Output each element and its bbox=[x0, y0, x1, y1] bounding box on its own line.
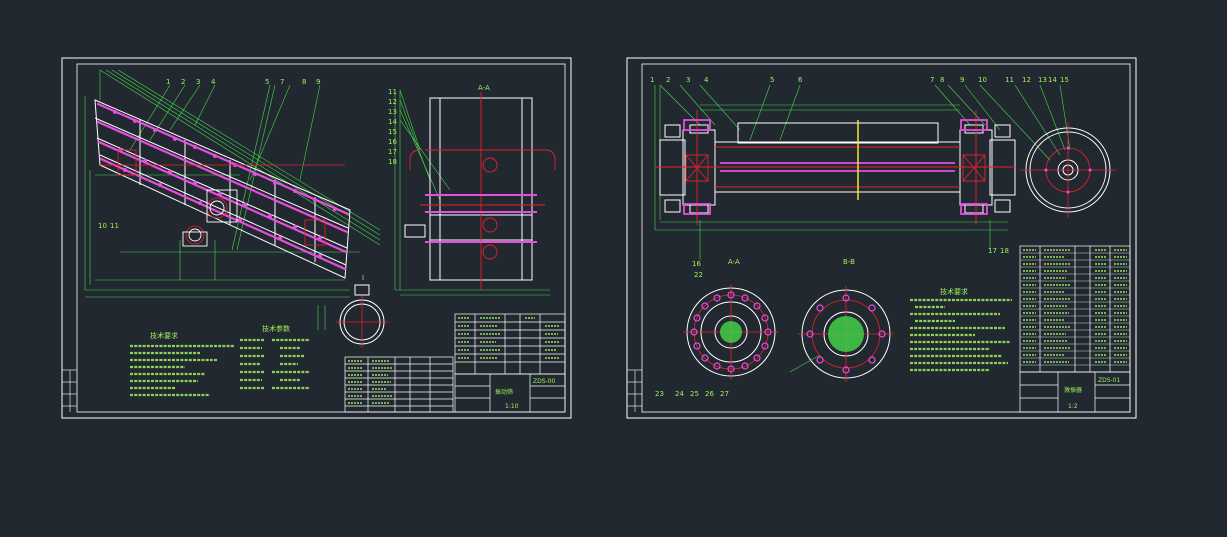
svg-text:18: 18 bbox=[388, 158, 397, 166]
svg-text:12: 12 bbox=[1022, 76, 1031, 84]
svg-text:14: 14 bbox=[1048, 76, 1057, 84]
svg-text:7: 7 bbox=[280, 78, 284, 86]
sheet-1-inner-frame bbox=[76, 63, 566, 413]
svg-text:技术参数: 技术参数 bbox=[262, 324, 290, 333]
technical-notes-2: 技术要求 bbox=[910, 287, 1012, 372]
svg-text:24: 24 bbox=[675, 390, 684, 398]
svg-text:8: 8 bbox=[940, 76, 944, 84]
sheet-2-margin-marks bbox=[627, 369, 642, 412]
svg-text:3: 3 bbox=[686, 76, 690, 84]
svg-text:技术要求: 技术要求 bbox=[150, 331, 178, 340]
svg-text:23: 23 bbox=[655, 390, 664, 398]
svg-text:5: 5 bbox=[770, 76, 774, 84]
svg-text:1: 1 bbox=[650, 76, 654, 84]
svg-text:26: 26 bbox=[705, 390, 714, 398]
svg-text:9: 9 bbox=[316, 78, 320, 86]
svg-text:22: 22 bbox=[694, 271, 703, 279]
svg-text:16: 16 bbox=[692, 260, 701, 268]
svg-text:5: 5 bbox=[265, 78, 269, 86]
svg-text:15: 15 bbox=[1060, 76, 1069, 84]
svg-text:13: 13 bbox=[388, 108, 397, 116]
svg-text:B-B: B-B bbox=[843, 258, 855, 266]
svg-text:9: 9 bbox=[960, 76, 964, 84]
svg-text:15: 15 bbox=[388, 128, 397, 136]
svg-text:8: 8 bbox=[302, 78, 306, 86]
end-view bbox=[1020, 122, 1116, 218]
svg-text:11: 11 bbox=[110, 222, 119, 230]
title-block-2: 激振器 ZDS-01 1:2 bbox=[1019, 371, 1131, 413]
title-block-2-name: 激振器 bbox=[1064, 386, 1082, 394]
svg-text:10: 10 bbox=[978, 76, 987, 84]
title-block-1-drawing-no: ZDS-00 bbox=[533, 378, 556, 385]
svg-text:17: 17 bbox=[388, 148, 397, 156]
sheet-1-margin-marks bbox=[62, 369, 77, 412]
svg-text:14: 14 bbox=[388, 118, 397, 126]
svg-text:4: 4 bbox=[704, 76, 709, 84]
svg-text:11: 11 bbox=[1005, 76, 1014, 84]
svg-text:4: 4 bbox=[211, 78, 216, 86]
svg-text:7: 7 bbox=[930, 76, 934, 84]
svg-text:2: 2 bbox=[666, 76, 670, 84]
svg-text:17: 17 bbox=[988, 247, 997, 255]
svg-text:3: 3 bbox=[196, 78, 200, 86]
sheet-1-outer-frame bbox=[61, 57, 572, 419]
detail-view-i: I bbox=[317, 274, 388, 348]
parts-list-2 bbox=[1019, 245, 1131, 373]
sheet-2-inner-frame bbox=[641, 63, 1131, 413]
svg-text:11: 11 bbox=[388, 88, 397, 96]
section-label: A-A bbox=[478, 84, 490, 92]
title-block-1-scale: 1:10 bbox=[505, 403, 519, 410]
svg-text:A-A: A-A bbox=[728, 258, 740, 266]
svg-text:18: 18 bbox=[1000, 247, 1009, 255]
svg-text:技术要求: 技术要求 bbox=[940, 287, 968, 296]
svg-text:1: 1 bbox=[166, 78, 170, 86]
side-section-view: A-A bbox=[388, 84, 556, 296]
svg-text:2: 2 bbox=[181, 78, 185, 86]
svg-text:16: 16 bbox=[388, 138, 397, 146]
svg-text:10: 10 bbox=[98, 222, 107, 230]
parts-list-1 bbox=[344, 313, 566, 413]
title-block-1: 振动筛 ZDS-00 1:10 bbox=[454, 373, 566, 413]
sheet-2-outer-frame bbox=[626, 57, 1137, 419]
flange-section-a: A-A 22 bbox=[655, 258, 779, 398]
technical-notes-1: 技术要求 技术参数 bbox=[130, 324, 310, 397]
title-block-2-drawing-no: ZDS-01 bbox=[1098, 377, 1121, 384]
svg-text:12: 12 bbox=[388, 98, 397, 106]
title-block-1-name: 振动筛 bbox=[495, 388, 513, 396]
title-block-2-scale: 1:2 bbox=[1068, 403, 1078, 410]
svg-text:27: 27 bbox=[720, 390, 729, 398]
svg-text:6: 6 bbox=[798, 76, 803, 84]
flange-section-b: B-B bbox=[789, 258, 894, 382]
svg-text:I: I bbox=[362, 274, 364, 282]
svg-text:13: 13 bbox=[1038, 76, 1047, 84]
svg-text:25: 25 bbox=[690, 390, 699, 398]
